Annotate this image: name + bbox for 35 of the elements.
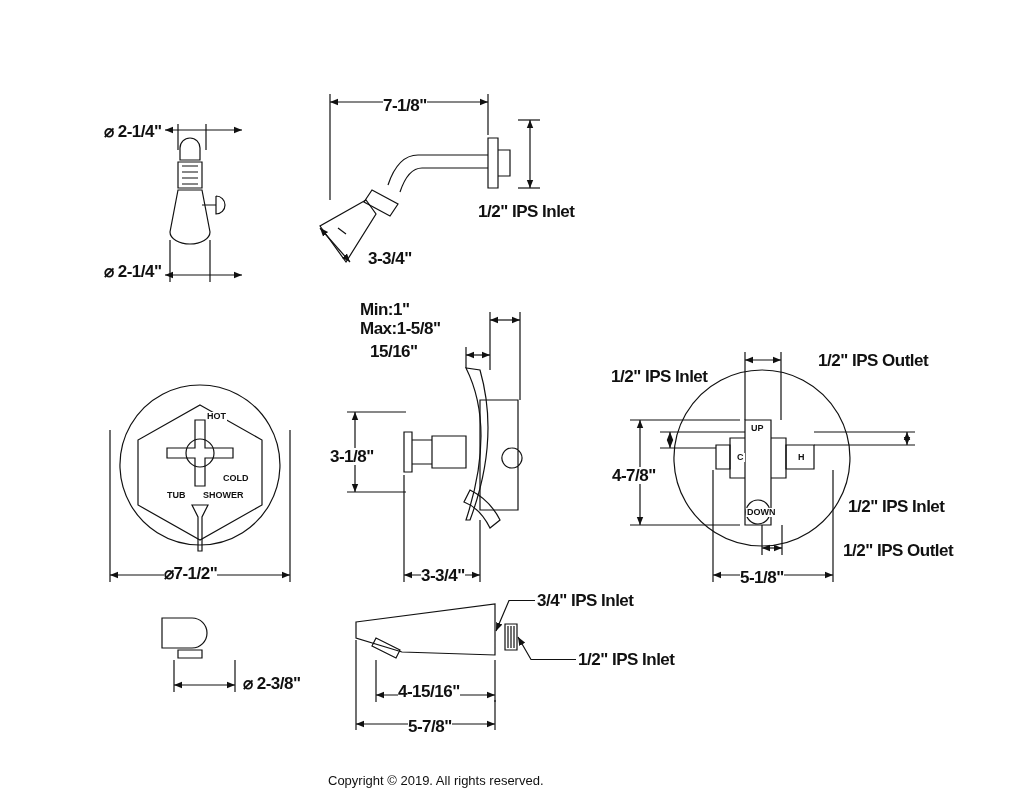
dimension-label: ⌀7-1/2" — [164, 565, 218, 582]
copyright-text: Copyright © 2019. All rights reserved. — [328, 774, 544, 787]
dimension-label: Min:1" — [360, 301, 410, 318]
leader-line — [517, 636, 577, 661]
dimension-label: ⌀ 2-3/8" — [243, 675, 301, 692]
dimension-label: 1/2" IPS Outlet — [843, 542, 954, 559]
dimension-label: Max:1-5/8" — [360, 320, 441, 337]
dimension-label: 5-7/8" — [408, 718, 452, 735]
dimension-label: 7-1/8" — [383, 97, 427, 114]
dimension-label: 4-7/8" — [612, 467, 656, 484]
inlet-fitting-drawing — [504, 623, 518, 651]
marking-text: UP — [750, 424, 765, 433]
marking-text: C — [736, 453, 745, 462]
callout-label: 1/2" IPS Inlet — [578, 651, 675, 668]
dimension-label: 3-3/4" — [368, 250, 412, 267]
callout-label: 3/4" IPS Inlet — [537, 592, 634, 609]
marking-text: HOT — [206, 412, 227, 421]
marking-text: DOWN — [746, 508, 777, 517]
dimension-label: 1/2" IPS Inlet — [611, 368, 708, 385]
leader-line — [495, 599, 536, 632]
dimension-label: ⌀ 2-1/4" — [104, 123, 162, 140]
dimension-label: 3-1/8" — [330, 448, 374, 465]
tub-spout-drawing — [355, 603, 496, 659]
dimension-label: ⌀ 2-1/4" — [104, 263, 162, 280]
dimension-label: 4-15/16" — [398, 683, 460, 700]
dimension-label: 5-1/8" — [740, 569, 784, 586]
marking-text: SHOWER — [202, 491, 245, 500]
dimension-label: 1/2" IPS Inlet — [478, 203, 575, 220]
dimension-label: 3-3/4" — [421, 567, 465, 584]
dimension-label: 1/2" IPS Outlet — [818, 352, 929, 369]
dimension-label: 15/16" — [370, 343, 418, 360]
marking-text: H — [797, 453, 806, 462]
dimension-label: 1/2" IPS Inlet — [848, 498, 945, 515]
marking-text: COLD — [222, 474, 250, 483]
marking-text: TUB — [166, 491, 187, 500]
